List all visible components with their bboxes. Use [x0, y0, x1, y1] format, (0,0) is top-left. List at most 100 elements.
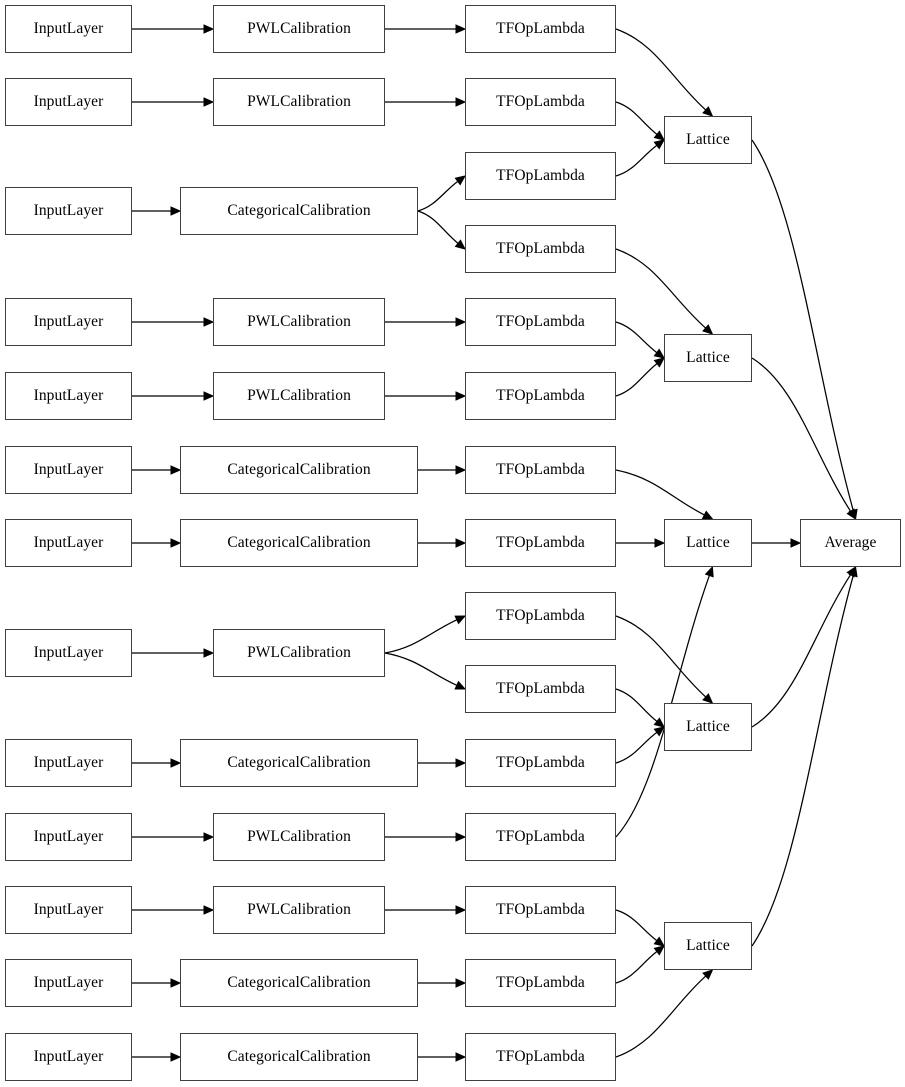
node-label: TFOpLambda [496, 240, 585, 258]
node-label: CategoricalCalibration [227, 461, 371, 479]
edge-cal4-to-op5-arrowhead [455, 317, 467, 327]
node-label: TFOpLambda [496, 828, 585, 846]
edge-cal3-to-op3-arrowhead [454, 175, 466, 186]
edge-in8-to-cal8-arrowhead [203, 648, 215, 658]
edge-cal8-to-op9-arrowhead [454, 615, 467, 625]
edge-in10-to-cal10-arrowhead [203, 832, 215, 842]
edge-cal11-to-op13-arrowhead [455, 905, 467, 915]
node-label: InputLayer [33, 534, 104, 552]
edge-op1-to-lat1-arrowhead [702, 106, 714, 117]
edge-cal3-to-op3 [417, 180, 459, 212]
edge-cal9-to-op11-arrowhead [455, 758, 467, 768]
node-label: InputLayer [33, 901, 104, 919]
edge-op13-to-lat5-arrowhead [653, 936, 665, 947]
node-lat5: Lattice [664, 922, 752, 970]
edge-lat2-to-avg [751, 357, 852, 512]
edge-in13-to-cal13-arrowhead [170, 1052, 182, 1062]
node-in13: InputLayer [5, 1033, 132, 1081]
node-in8: InputLayer [5, 629, 132, 677]
edge-op7-to-lat3 [615, 469, 705, 516]
node-label: TFOpLambda [496, 901, 585, 919]
node-label: PWLCalibration [247, 387, 351, 405]
node-op11: TFOpLambda [465, 739, 616, 787]
edge-op3-to-lat1-arrowhead [653, 139, 665, 150]
edge-lat5-to-avg-arrowhead [848, 565, 858, 578]
node-label: InputLayer [33, 974, 104, 992]
edge-in9-to-cal9-arrowhead [170, 758, 182, 768]
edge-op14-to-lat5-arrowhead [653, 945, 665, 956]
node-label: Average [824, 534, 877, 552]
edge-cal3-to-op4 [417, 210, 459, 244]
edge-op13-to-lat5 [615, 909, 658, 942]
edge-lat4-to-avg [751, 574, 852, 728]
edge-cal8-to-op9 [384, 619, 458, 654]
node-label: PWLCalibration [247, 901, 351, 919]
node-label: TFOpLambda [496, 387, 585, 405]
edge-cal1-to-op1-arrowhead [455, 24, 467, 34]
node-label: InputLayer [33, 313, 104, 331]
node-label: PWLCalibration [247, 313, 351, 331]
node-label: PWLCalibration [247, 644, 351, 662]
node-in3: InputLayer [5, 187, 132, 235]
edge-in4-to-cal4-arrowhead [203, 317, 215, 327]
edge-in1-to-cal1-arrowhead [203, 24, 215, 34]
node-label: CategoricalCalibration [227, 534, 371, 552]
node-op7: TFOpLambda [465, 446, 616, 494]
edge-op2-to-lat1-arrowhead [653, 130, 665, 141]
node-label: PWLCalibration [247, 828, 351, 846]
node-in1: InputLayer [5, 5, 132, 53]
node-in12: InputLayer [5, 959, 132, 1007]
node-in5: InputLayer [5, 372, 132, 420]
node-label: Lattice [686, 131, 730, 149]
edge-op5-to-lat2-arrowhead [653, 348, 665, 359]
edge-in12-to-cal12-arrowhead [170, 978, 182, 988]
node-avg: Average [800, 519, 901, 567]
edge-op6-to-lat2 [615, 363, 658, 397]
node-op5: TFOpLambda [465, 298, 616, 346]
edge-op7-to-lat3-arrowhead [701, 510, 714, 520]
node-label: PWLCalibration [247, 93, 351, 111]
node-label: TFOpLambda [496, 680, 585, 698]
node-label: TFOpLambda [496, 461, 585, 479]
edge-op11-to-lat4 [615, 731, 658, 764]
node-op2: TFOpLambda [465, 78, 616, 126]
node-cal2: PWLCalibration [213, 78, 385, 126]
node-op8: TFOpLambda [465, 519, 616, 567]
edge-op5-to-lat2 [615, 321, 658, 354]
edge-op8-to-lat3-arrowhead [654, 538, 666, 548]
edge-op10-to-lat4-arrowhead [653, 717, 665, 728]
edge-op4-to-lat2 [615, 248, 707, 329]
node-label: Lattice [686, 534, 730, 552]
edge-op3-to-lat1 [615, 144, 658, 177]
edge-op2-to-lat1 [615, 101, 658, 135]
edge-in5-to-cal5-arrowhead [203, 391, 215, 401]
edge-op12-to-lat3-arrowhead [704, 565, 714, 578]
node-label: InputLayer [33, 20, 104, 38]
edge-cal6-to-op7-arrowhead [455, 465, 467, 475]
node-label: InputLayer [33, 387, 104, 405]
edge-lat5-to-avg [751, 575, 854, 947]
node-op13: TFOpLambda [465, 886, 616, 934]
node-op10: TFOpLambda [465, 665, 616, 713]
node-label: InputLayer [33, 754, 104, 772]
edge-in3-to-cal3-arrowhead [170, 206, 182, 216]
node-label: InputLayer [33, 93, 104, 111]
node-label: CategoricalCalibration [227, 754, 371, 772]
node-label: TFOpLambda [496, 167, 585, 185]
node-label: TFOpLambda [496, 607, 585, 625]
node-op9: TFOpLambda [465, 592, 616, 640]
node-cal8: PWLCalibration [213, 629, 385, 677]
edge-cal2-to-op2-arrowhead [455, 97, 467, 107]
node-in6: InputLayer [5, 446, 132, 494]
node-label: InputLayer [33, 461, 104, 479]
edge-in6-to-cal6-arrowhead [170, 465, 182, 475]
edge-cal5-to-op6-arrowhead [455, 391, 467, 401]
edge-op1-to-lat1 [615, 28, 707, 111]
node-in7: InputLayer [5, 519, 132, 567]
node-cal5: PWLCalibration [213, 372, 385, 420]
node-op4: TFOpLambda [465, 225, 616, 273]
edge-cal7-to-op8-arrowhead [455, 538, 467, 548]
node-label: Lattice [686, 349, 730, 367]
edge-in2-to-cal2-arrowhead [203, 97, 215, 107]
